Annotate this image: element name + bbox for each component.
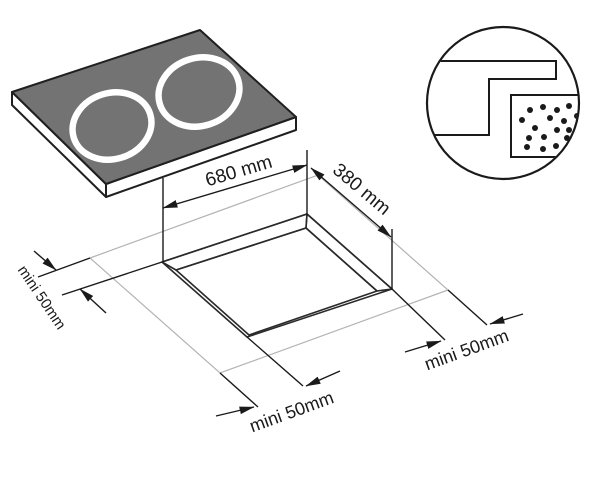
seal-dots-pattern [519, 103, 578, 152]
clearance-right-worktop-edge-line [447, 289, 488, 326]
seal-material-box [510, 94, 578, 158]
cooktop-surface [11, 29, 297, 185]
dimension-line-380 [310, 167, 392, 238]
dimension-line-680 [162, 164, 308, 209]
clearance-left-arrow-upper [33, 250, 57, 271]
clearance-right-arrow-right [489, 313, 524, 325]
clearance-left-label: mini 50mm [14, 263, 69, 333]
clearance-left: mini 50mm [14, 250, 163, 333]
burner-ring-left [69, 89, 155, 163]
burner-ring-right [155, 54, 243, 130]
clearance-bottom-cutout-edge-line [246, 336, 304, 387]
worktop-outline [88, 174, 450, 374]
cutout-opening [161, 213, 393, 338]
clearance-bottom-label: mini 50mm [247, 387, 337, 436]
clearance-right-arrow-left [404, 340, 442, 353]
clearance-left-cutout-edge-line [61, 261, 163, 296]
clearance-right-cutout-edge-line [391, 288, 446, 341]
cooktop [11, 29, 297, 198]
cutout-inner-rim [175, 227, 378, 336]
cutout-wall-back-left [161, 213, 308, 271]
worktop-section-profile [433, 60, 557, 136]
clearance-left-arrow-lower [79, 288, 107, 314]
clearance-bottom-arrow-left [215, 406, 255, 417]
clearance-right-label: mini 50mm [422, 325, 512, 374]
clearance-bottom-arrow-right [305, 370, 341, 387]
cutout-outer-rim [161, 213, 393, 338]
clearance-left-worktop-edge-line [37, 257, 91, 278]
detail-circle [425, 25, 581, 181]
clearance-right: mini 50mm [391, 288, 524, 374]
clearance-bottom-worktop-edge-line [219, 372, 259, 408]
detail-circle-outline [425, 25, 581, 181]
